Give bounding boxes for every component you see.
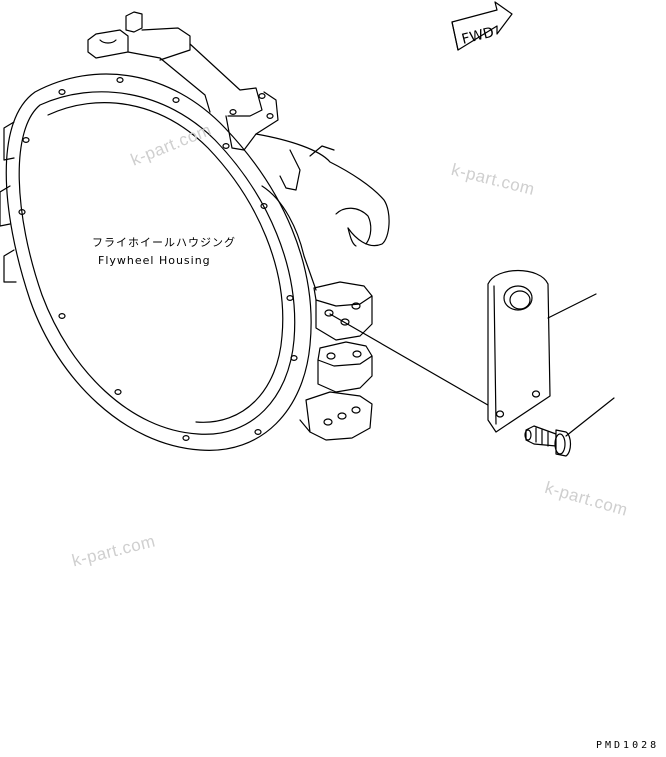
- part-name-english: Flywheel Housing: [98, 254, 211, 267]
- mounting-bracket: [487, 269, 551, 433]
- part-name-japanese: フライホイールハウジング: [92, 236, 236, 249]
- leader-line-bolt-ref: [565, 397, 615, 437]
- fwd-arrow-icon: FWD: [451, 1, 513, 51]
- drawing-code: PMD1028: [596, 740, 660, 751]
- leader-line-bracket: [329, 313, 501, 413]
- leader-line-bracket-ref: [547, 293, 597, 319]
- flywheel-housing: [0, 11, 390, 451]
- bolt-icon: [524, 425, 572, 457]
- fwd-label: FWD: [460, 24, 496, 47]
- flange-bolt-holes: [18, 76, 298, 442]
